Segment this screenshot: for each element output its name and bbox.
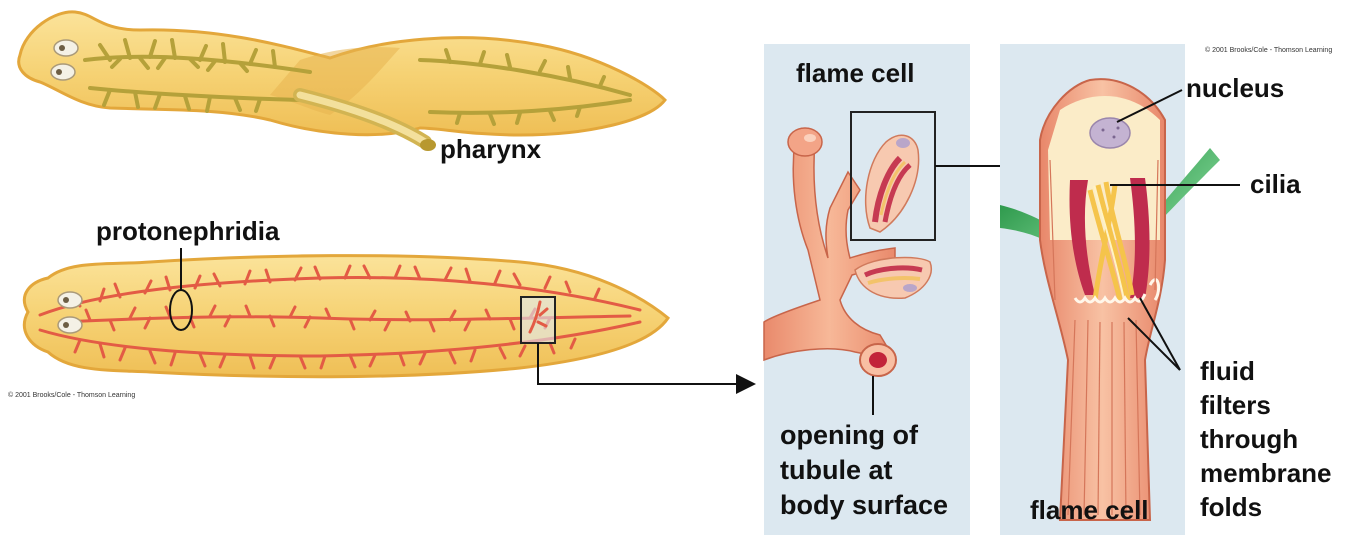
label-protonephridia: protonephridia <box>96 216 280 246</box>
tubule-panel: flame cell opening of tubule at body sur… <box>764 44 1020 535</box>
label-fluid-line3: through <box>1200 424 1298 454</box>
planarian-bottom: protonephridia © 2001 Brooks/Cole - Thom… <box>8 216 752 399</box>
label-fluid-line2: filters <box>1200 390 1271 420</box>
label-cilia: cilia <box>1250 169 1301 199</box>
label-flame-cell-top: flame cell <box>796 58 915 88</box>
copyright-left: © 2001 Brooks/Cole - Thomson Learning <box>8 391 135 399</box>
label-opening-line1: opening of <box>780 420 919 450</box>
zoom-box-small <box>521 297 555 343</box>
flame-cell-panel: © 2001 Brooks/Cole - Thomson Learning <box>1000 44 1332 535</box>
label-nucleus: nucleus <box>1186 73 1284 103</box>
label-opening-line3: body surface <box>780 490 948 520</box>
planarian-top: pharynx <box>19 12 665 164</box>
label-flame-cell-bottom: flame cell <box>1030 495 1149 525</box>
label-opening-line2: tubule at <box>780 455 893 485</box>
label-fluid-line5: folds <box>1200 492 1262 522</box>
label-pharynx: pharynx <box>440 134 542 164</box>
label-fluid-line1: fluid <box>1200 356 1255 386</box>
nucleus-shape <box>1090 118 1130 148</box>
copyright-right: © 2001 Brooks/Cole - Thomson Learning <box>1205 46 1332 54</box>
label-fluid-line4: membrane <box>1200 458 1332 488</box>
